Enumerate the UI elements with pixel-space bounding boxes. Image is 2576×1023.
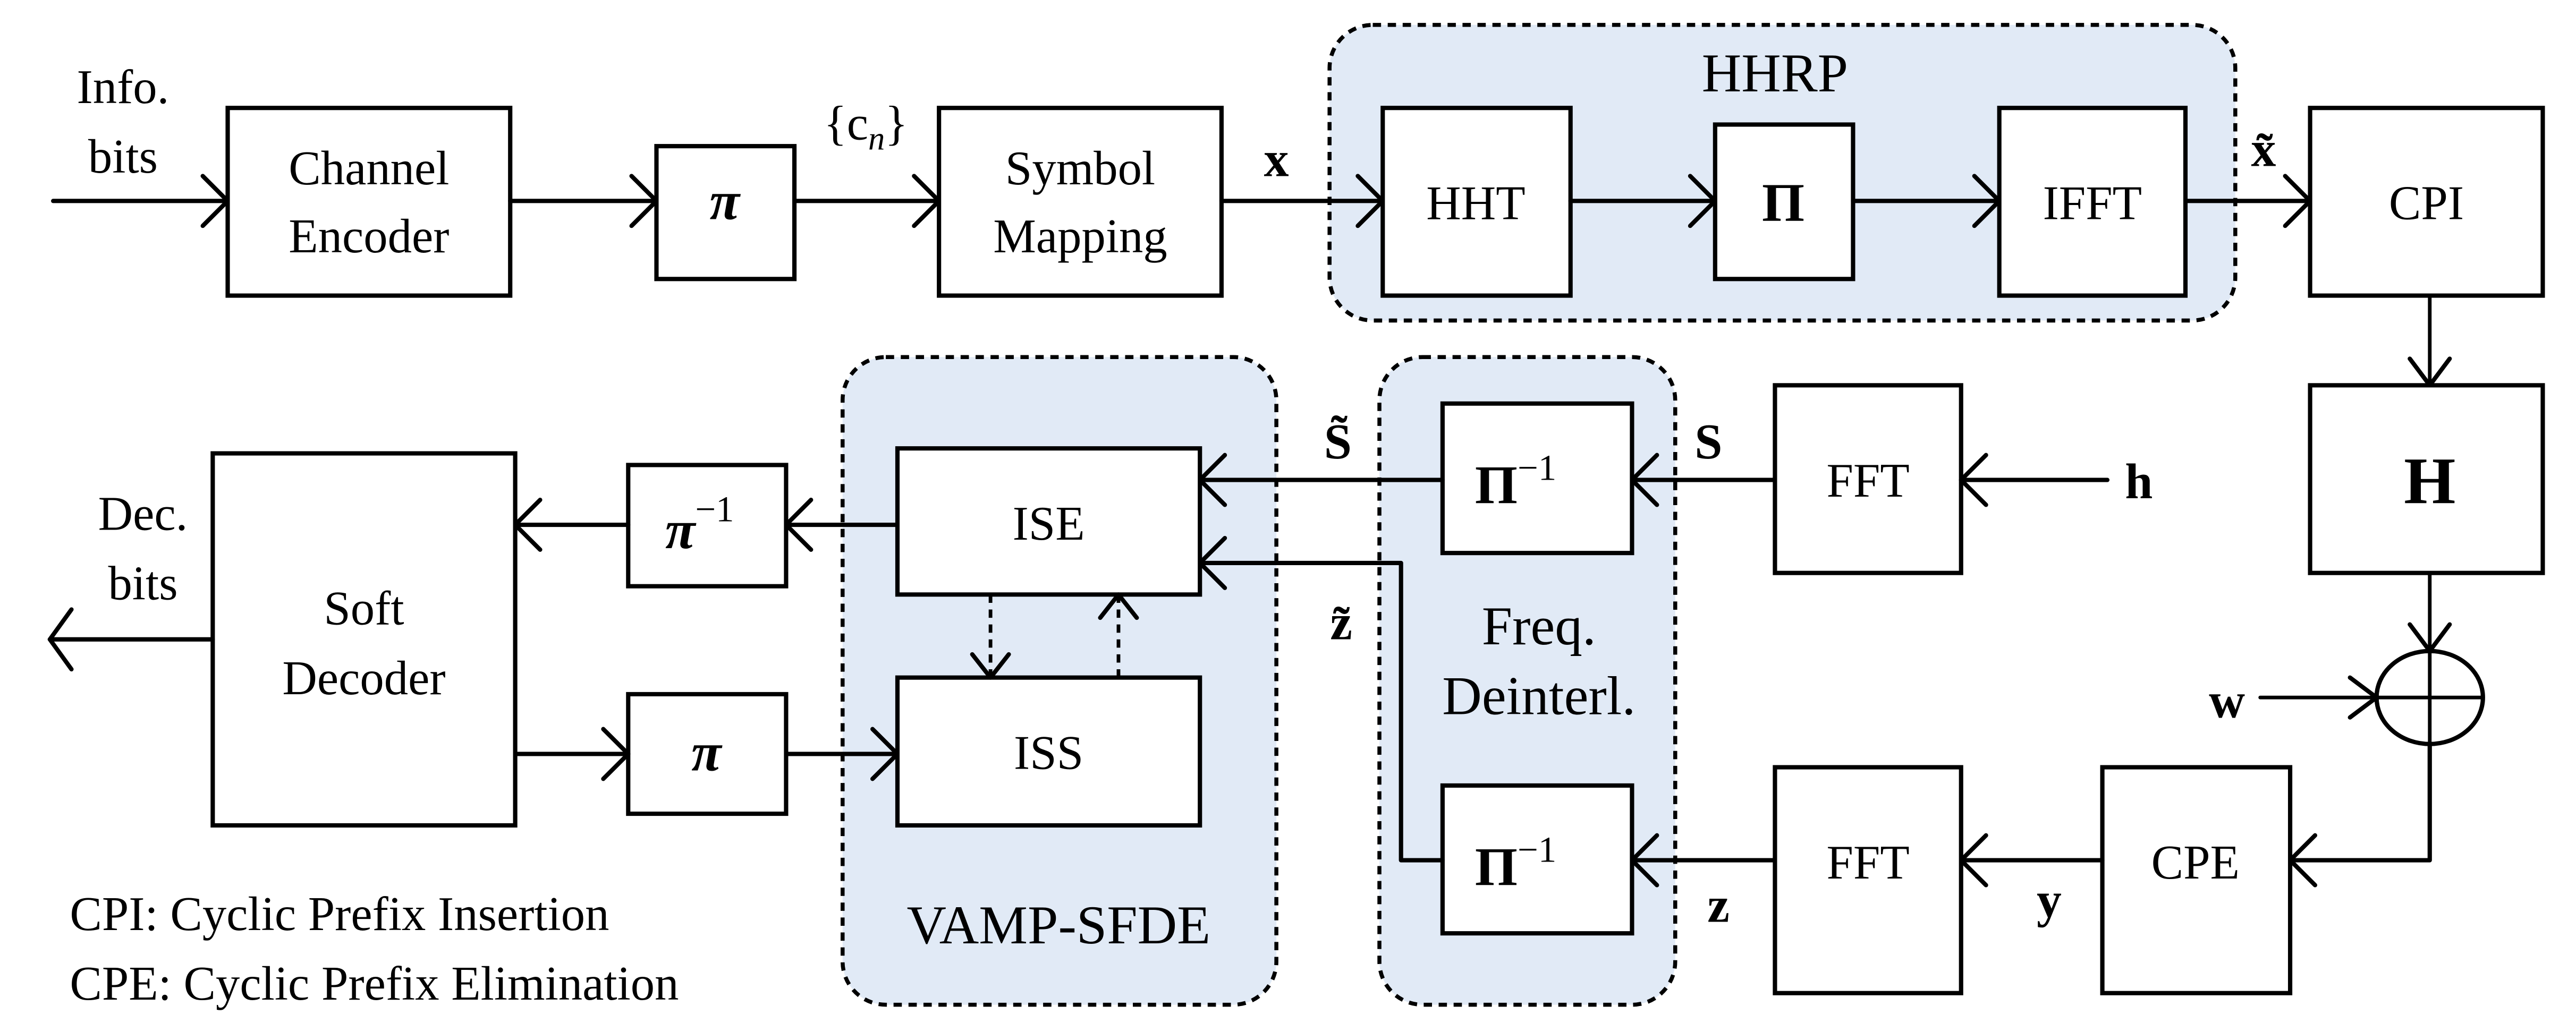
dec-bits-label-2: bits — [108, 557, 177, 610]
inverse-permutation-bottom-label: Π−1 — [1475, 830, 1556, 898]
ise-block[interactable]: ISE — [895, 446, 1202, 597]
vamp-sfde-label: VAMP-SFDE — [907, 895, 1211, 956]
arrowhead — [1098, 592, 1139, 620]
signal-h-label: h — [2125, 454, 2153, 509]
arrowhead — [2348, 675, 2379, 720]
coded-bits-label: {cn} — [824, 97, 908, 157]
soft-decoder-label-2: Decoder — [282, 651, 445, 705]
symbol-mapping-label-2: Mapping — [993, 209, 1167, 263]
arrowhead — [870, 727, 900, 781]
channel-encoder-block[interactable]: Channel Encoder — [225, 106, 513, 298]
arrowhead — [47, 607, 74, 672]
cpe-label: CPE — [2151, 836, 2240, 889]
channel-block[interactable]: H — [2308, 383, 2545, 575]
arrowhead — [970, 652, 1011, 680]
signal-z-label: z — [1707, 877, 1730, 933]
cpe-block[interactable]: CPE — [2100, 765, 2293, 995]
channel-encoder-label-2: Encoder — [289, 209, 449, 263]
iss-block[interactable]: ISS — [895, 675, 1202, 828]
arrowhead — [601, 727, 631, 781]
fft-bottom-block[interactable]: FFT — [1773, 765, 1963, 995]
signal-z-tilde-label: z̃ — [1330, 595, 1352, 651]
channel-encoder-label-1: Channel — [289, 141, 449, 195]
deinterleaver-rx-label: π−1 — [665, 489, 734, 560]
soft-decoder-label-1: Soft — [324, 582, 404, 635]
arrowhead — [1959, 453, 1988, 507]
signal-x-tilde-label: x̃ — [2251, 122, 2276, 177]
soft-decoder-block[interactable]: Soft Decoder — [210, 451, 518, 828]
interleaver-rx-label: π — [691, 722, 723, 783]
noise-w-label: w — [2209, 674, 2245, 729]
dec-bits-label-1: Dec. — [98, 487, 188, 540]
signal-x-label: x — [1264, 132, 1289, 187]
wire — [1198, 560, 1445, 863]
cpi-block[interactable]: CPI — [2308, 106, 2545, 298]
deinterleaver-rx-block[interactable]: π−1 — [626, 463, 789, 589]
wire — [2287, 741, 2432, 863]
info-bits-label-2: bits — [88, 130, 158, 183]
signal-S-tilde-label: S̃ — [1324, 414, 1352, 470]
ifft-block[interactable]: IFFT — [1997, 106, 2188, 298]
iss-label: ISS — [1014, 726, 1083, 780]
adder-node — [2374, 649, 2485, 746]
inverse-permutation-top-label: Π−1 — [1475, 448, 1556, 516]
permutation-label: Π — [1762, 173, 1804, 233]
channel-label: H — [2404, 445, 2455, 518]
signal-y-label: y — [2037, 873, 2062, 928]
inverse-permutation-top-block[interactable]: Π−1 — [1440, 401, 1634, 556]
inverse-permutation-bottom-block[interactable]: Π−1 — [1440, 783, 1634, 936]
ise-label: ISE — [1013, 497, 1085, 550]
fft-top-block[interactable]: FFT — [1773, 383, 1963, 575]
cpi-label: CPI — [2389, 176, 2464, 230]
info-bits-label-1: Info. — [77, 60, 170, 114]
interleaver-tx-label: π — [710, 171, 741, 232]
legend-cpe: CPE: Cyclic Prefix Elimination — [70, 957, 679, 1010]
legend-cpi: CPI: Cyclic Prefix Insertion — [70, 887, 609, 941]
symbol-mapping-block[interactable]: Symbol Mapping — [937, 106, 1224, 298]
signal-S-label: S — [1694, 414, 1722, 470]
symbol-mapping-label-1: Symbol — [1005, 141, 1155, 195]
ifft-label: IFFT — [2043, 176, 2142, 230]
interleaver-rx-block[interactable]: π — [626, 692, 789, 816]
hhrp-label: HHRP — [1702, 43, 1848, 104]
freq-deinterleaver-label-1: Freq. — [1482, 596, 1596, 657]
hht-block[interactable]: HHT — [1380, 106, 1573, 298]
freq-deinterleaver-label-2: Deinterl. — [1442, 666, 1636, 726]
interleaver-tx-block[interactable]: π — [654, 144, 797, 282]
hht-label: HHT — [1426, 176, 1525, 230]
fft-bottom-label: FFT — [1826, 836, 1909, 889]
permutation-block[interactable]: Π — [1713, 122, 1855, 282]
fft-top-label: FFT — [1826, 454, 1909, 507]
